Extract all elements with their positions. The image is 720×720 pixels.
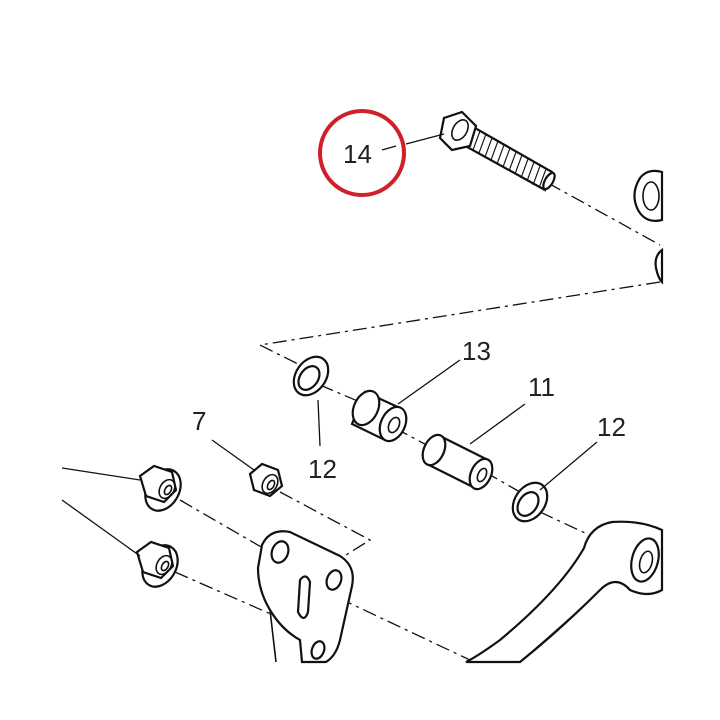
- nut-7-hex: [248, 462, 284, 498]
- callout-14[interactable]: 14: [343, 139, 372, 169]
- spacer-11-back-face: [421, 433, 447, 467]
- lever-arm: [465, 520, 664, 664]
- callout-12-left[interactable]: 12: [308, 454, 337, 484]
- right-edge-assembly: [633, 169, 664, 285]
- lever-arm-eye: [630, 537, 660, 583]
- right-bushing-upper: [633, 169, 664, 222]
- right-bushing-upper-hole: [642, 181, 660, 211]
- leader-12-left: [317, 399, 321, 447]
- leader-12-right: [539, 441, 598, 491]
- callout-7[interactable]: 7: [192, 406, 206, 436]
- nut-part-7: [248, 462, 284, 498]
- leader-lines: [61, 133, 598, 557]
- leader-14-inner: [381, 145, 397, 151]
- flange-nut-upper-bore: [163, 484, 173, 496]
- bolt-threads: [472, 130, 547, 189]
- bolt-tip: [542, 171, 556, 191]
- washer-left-inner: [297, 365, 321, 391]
- lever-arm-edge: [519, 599, 591, 663]
- leader-11: [469, 403, 526, 445]
- bolt-part-14: [438, 110, 556, 192]
- lever-arm-eye-bore: [638, 550, 654, 574]
- nut-7-bore: [266, 479, 276, 491]
- flange-nut-upper-hex: [138, 464, 178, 504]
- bracket-slot: [296, 575, 312, 620]
- flange-nut-lower-face: [155, 554, 173, 576]
- washer-part-12-right: [511, 481, 549, 523]
- callout-13[interactable]: 13: [462, 336, 491, 366]
- bracket-hole-upper: [270, 540, 290, 564]
- leader-13: [397, 359, 461, 405]
- flange-nut-upper-face: [158, 478, 176, 500]
- flange-nut-lower-hex: [135, 540, 175, 580]
- callout-11[interactable]: 11: [528, 372, 555, 402]
- leader-14: [405, 133, 445, 145]
- spacer-11-front-face: [468, 457, 494, 491]
- spacer-11-bore: [476, 467, 488, 483]
- spacer-part-13: [350, 389, 408, 443]
- flange-nut-lower-bore: [160, 560, 170, 572]
- spacer-part-11: [421, 433, 494, 491]
- callout-12-right[interactable]: 12: [597, 412, 626, 442]
- bolt-hex-head: [438, 110, 478, 152]
- washer-part-12-left: [292, 355, 330, 397]
- leader-flange-nut-upper: [61, 467, 141, 481]
- highlight-ring: [318, 109, 406, 197]
- flange-nut-lower: [135, 540, 179, 588]
- washer-right-inner: [516, 491, 540, 517]
- bracket-hole-lower: [310, 640, 326, 660]
- lever-arm-body: [465, 520, 664, 664]
- nut-a-axis-line: [179, 499, 276, 556]
- callout-labels: 14 13 11 12 12 7: [192, 139, 626, 484]
- bolt-head-face: [451, 119, 469, 141]
- spacer-13-bore: [387, 416, 401, 434]
- spacer-13-back-face: [351, 389, 381, 427]
- nut-7-face: [261, 473, 279, 495]
- nut7-axis-line: [279, 491, 372, 566]
- leader-flange-nut-lower: [61, 499, 141, 557]
- return-axis-line: [257, 281, 661, 371]
- flange-nut-upper: [138, 464, 182, 512]
- spacer-13-front-face: [378, 405, 408, 443]
- mounting-bracket: [256, 530, 354, 664]
- spacer-axis-1: [319, 384, 361, 403]
- right-bushing-lower: [654, 247, 664, 285]
- leader-7: [211, 439, 255, 471]
- bracket-hole-right: [325, 569, 343, 591]
- bolt-axis-line: [547, 182, 661, 246]
- bracket-left-edge: [269, 609, 277, 663]
